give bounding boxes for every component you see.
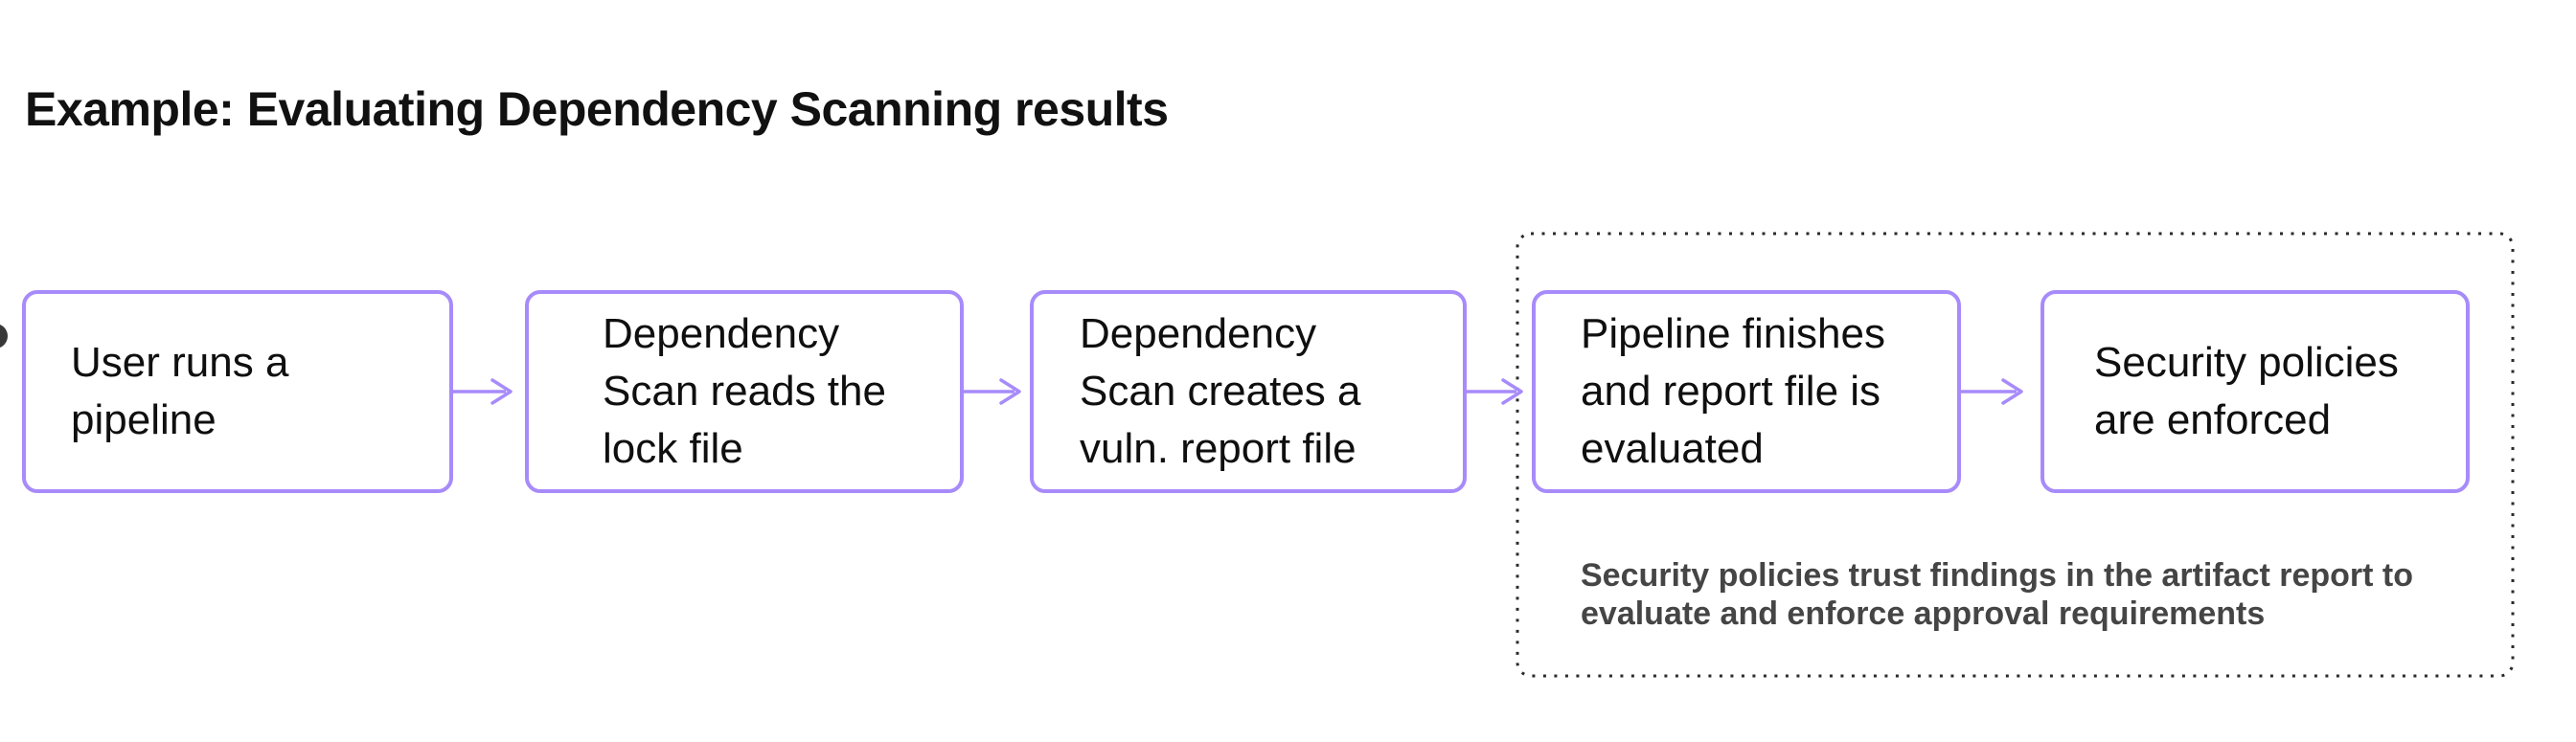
flow-box-label-line: Scan reads the <box>603 368 886 415</box>
flow-box-label-line: Scan creates a <box>1080 368 1361 415</box>
clipped-circle-decoration <box>0 324 8 349</box>
flow-box-label-line: vuln. report file <box>1080 425 1356 472</box>
policy-evaluation-note: Security policies trust findings in the … <box>1581 556 2413 633</box>
arrow-right-icon <box>1467 378 1523 405</box>
note-line: Security policies trust findings in the … <box>1581 557 2414 594</box>
flow-box-label-line: Security policies <box>2094 339 2399 386</box>
flow-box-label-line: are enforced <box>2094 396 2332 443</box>
flow-box-label-line: pipeline <box>71 396 217 443</box>
flow-box-label-line: Pipeline finishes <box>1581 310 1885 357</box>
flow-box-label-line: lock file <box>603 425 743 472</box>
flow-box-label-line: and report file is <box>1581 368 1881 415</box>
flow-box-user-runs-pipeline: User runs a pipeline <box>22 290 453 493</box>
flow-box-label-line: Dependency <box>1080 310 1317 357</box>
flow-box-label-line: User runs a <box>71 339 289 386</box>
flow-box-label-line: Dependency <box>603 310 840 357</box>
flow-box-label-line: evaluated <box>1581 425 1764 472</box>
arrow-right-icon <box>963 378 1021 405</box>
policy-evaluation-group-outline <box>1516 232 2515 678</box>
flow-box-pipeline-finishes-evaluated: Pipeline finishes and report file is eva… <box>1532 290 1961 493</box>
note-line: evaluate and enforce approval requiremen… <box>1581 596 2266 632</box>
arrow-right-icon <box>1961 378 2023 405</box>
arrow-right-icon <box>452 378 513 405</box>
flow-box-security-policies-enforced: Security policies are enforced <box>2040 290 2470 493</box>
flow-box-scan-creates-report-file: Dependency Scan creates a vuln. report f… <box>1030 290 1467 493</box>
diagram-title: Example: Evaluating Dependency Scanning … <box>25 82 1169 136</box>
flow-box-scan-reads-lock-file: Dependency Scan reads the lock file <box>525 290 964 493</box>
